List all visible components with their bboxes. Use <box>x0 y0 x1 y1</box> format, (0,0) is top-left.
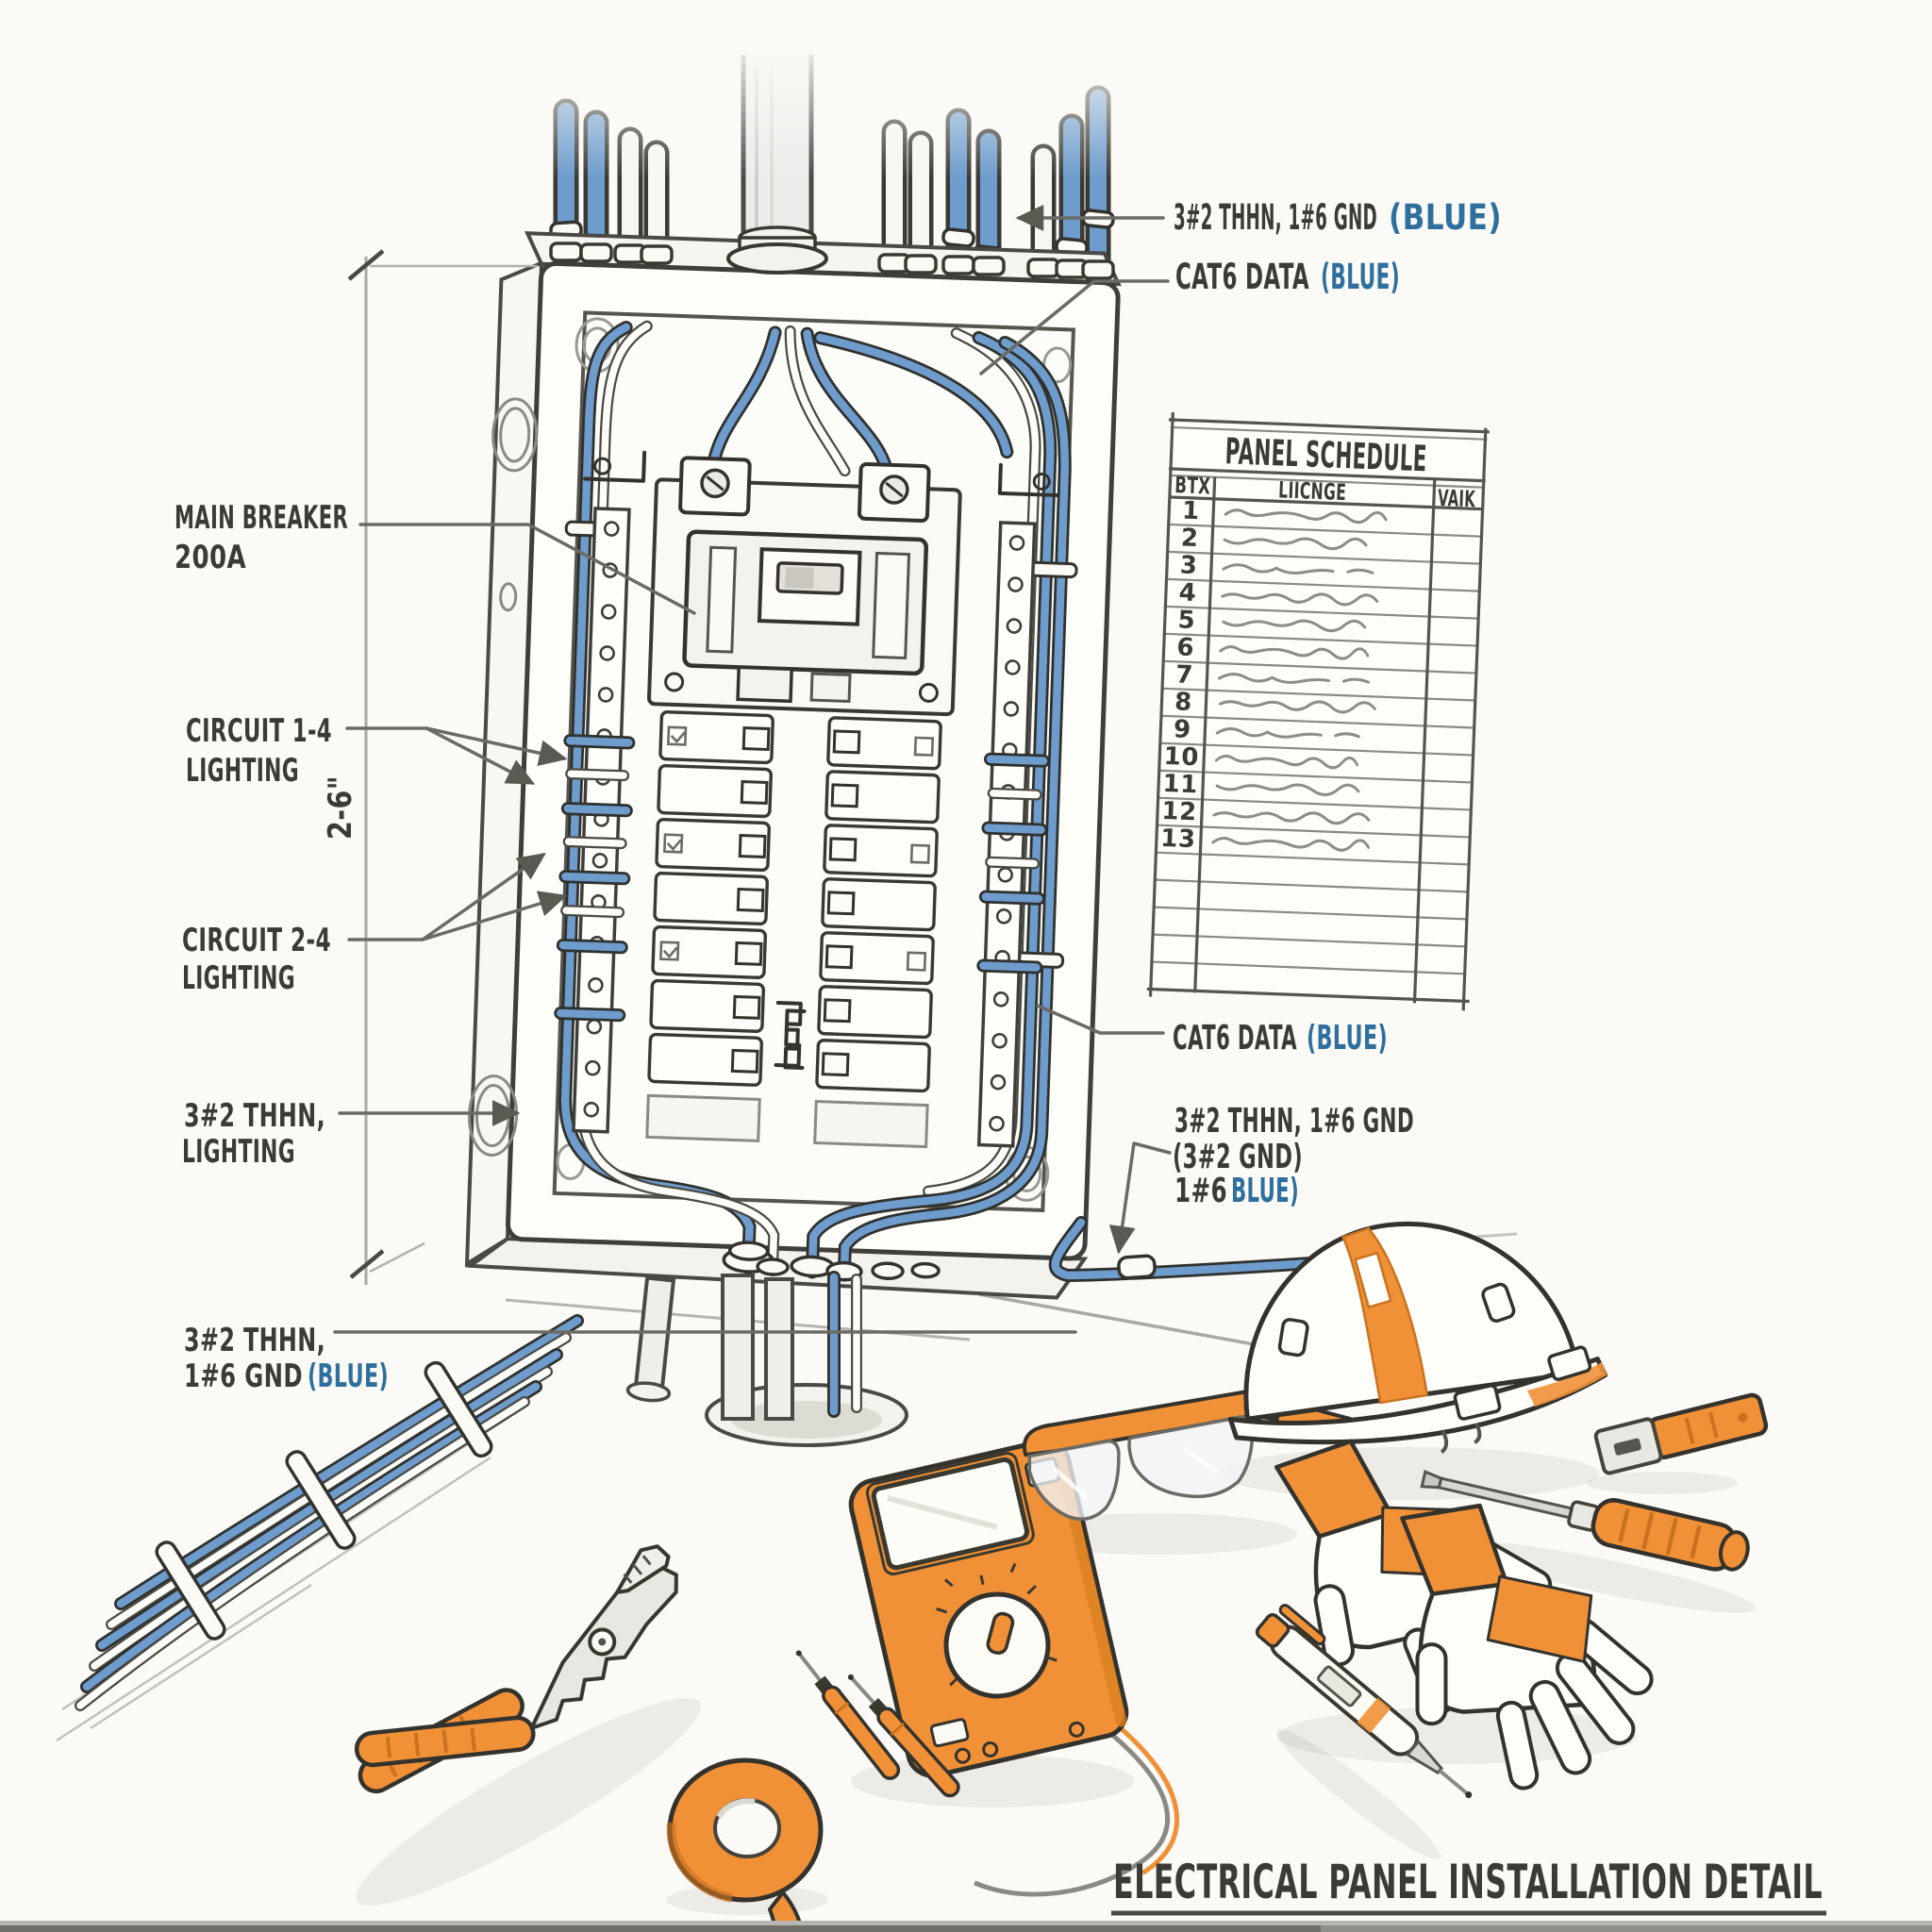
screwdriver <box>1420 1470 1750 1572</box>
label-main-breaker-1: MAIN BREAKER <box>175 499 348 537</box>
svg-text:3: 3 <box>1179 551 1198 580</box>
voltage-tester <box>1255 1604 1473 1799</box>
svg-text:6: 6 <box>1176 633 1195 662</box>
svg-text:12: 12 <box>1161 797 1197 826</box>
wire-strippers <box>354 1544 678 1794</box>
label-cat6-top: CAT6 DATA <box>1175 257 1309 297</box>
label-feeder-top: 3#2 THHN, 1#6 GND <box>1174 197 1377 238</box>
label-feeder-bl-2-blue: (BLUE) <box>308 1357 389 1395</box>
panel-schedule: PANEL SCHEDULE BTX LIICNGE VAIK 12 34 56… <box>1146 411 1490 1011</box>
svg-text:9: 9 <box>1174 715 1192 744</box>
svg-text:5: 5 <box>1177 606 1196 635</box>
label-feeder-br-2: (3#2 GND) <box>1173 1138 1303 1176</box>
bottom-cable-clamps <box>722 1241 941 1282</box>
label-cat6-mid-blue: (BLUE) <box>1307 1019 1388 1058</box>
label-feeder-br-3-blue: BLUE) <box>1231 1172 1299 1210</box>
label-circuit24-2: LIGHTING <box>182 959 295 997</box>
label-main-breaker-2: 200A <box>175 539 246 576</box>
electrical-panel <box>464 231 1122 1300</box>
label-circuit14-2: LIGHTING <box>186 752 299 790</box>
sketch-fade <box>509 38 1160 179</box>
schedule-col-vaik: VAIK <box>1437 485 1476 513</box>
schedule-title: PANEL SCHEDULE <box>1224 430 1428 479</box>
multimeter <box>848 1439 1179 1897</box>
tools <box>354 1221 1769 1932</box>
cable-strap <box>1117 1254 1157 1280</box>
svg-text:1: 1 <box>1181 496 1200 525</box>
label-cat6-mid: CAT6 DATA <box>1173 1019 1297 1058</box>
paper-edge <box>0 1921 1932 1932</box>
annotations: 3#2 THHN, 1#6 GND (BLUE) CAT6 DATA (BLUE… <box>175 197 1502 1395</box>
svg-text:11: 11 <box>1162 770 1198 799</box>
svg-text:2: 2 <box>1180 524 1199 553</box>
label-feeder-bl-2: 1#6 GND <box>184 1357 303 1395</box>
label-feeder-br-1: 3#2 THHN, 1#6 GND <box>1174 1102 1414 1141</box>
label-cat6-top-blue: (BLUE) <box>1321 257 1400 297</box>
floor-penetration <box>528 1271 972 1447</box>
label-feeder-top-blue: (BLUE) <box>1389 197 1502 238</box>
electrical-tape <box>666 1757 824 1932</box>
bundle-straps <box>155 1360 493 1641</box>
label-feeder-bl-1: 3#2 THHN, <box>184 1322 325 1359</box>
svg-text:7: 7 <box>1175 660 1194 690</box>
label-thhn-lighting-1: 3#2 THHN, <box>184 1097 325 1135</box>
svg-text:10: 10 <box>1163 742 1199 772</box>
title-block: ELECTRICAL PANEL INSTALLATION DETAIL <box>1111 1855 1826 1916</box>
utility-knife <box>1593 1392 1769 1475</box>
label-dimension: 2-6" <box>322 775 359 840</box>
hard-hat <box>1227 1221 1608 1455</box>
label-thhn-lighting-2: LIGHTING <box>182 1133 295 1171</box>
branch-circuit-stubs <box>554 734 1050 1023</box>
label-feeder-br-3: 1#6 <box>1174 1172 1227 1210</box>
schedule-col-btx: BTX <box>1174 472 1211 499</box>
main-breaker <box>647 456 962 717</box>
branch-breakers <box>645 709 942 1149</box>
svg-text:13: 13 <box>1160 824 1196 854</box>
schedule-col-liicnge: LIICNGE <box>1278 476 1347 506</box>
leader-lines <box>333 205 1172 1334</box>
wire-bundle <box>56 1321 577 1742</box>
top-entry-collars <box>549 225 1115 280</box>
label-circuit24-1: CIRCUIT 2-4 <box>182 922 331 959</box>
slant-conduit <box>625 1275 676 1403</box>
svg-text:8: 8 <box>1174 688 1193 717</box>
svg-text:4: 4 <box>1178 578 1197 608</box>
label-circuit14-1: CIRCUIT 1-4 <box>186 712 332 750</box>
drawing-title: ELECTRICAL PANEL INSTALLATION DETAIL <box>1113 1855 1823 1909</box>
